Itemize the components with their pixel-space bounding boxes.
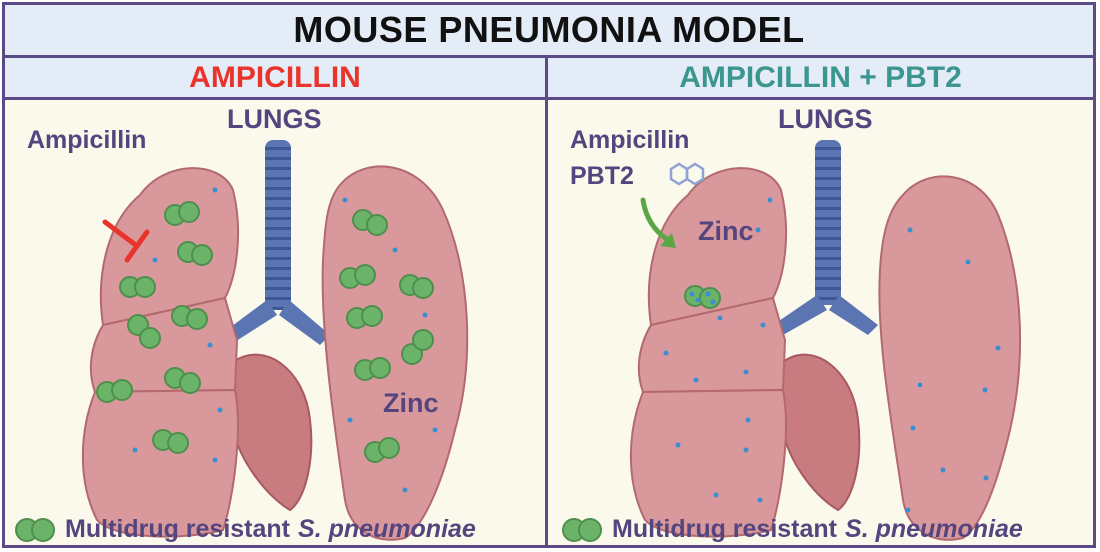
legend: Multidrug resistant S. pneumoniae	[13, 515, 476, 544]
zinc-label: Zinc	[698, 216, 754, 246]
right-heart-lobe	[782, 353, 861, 512]
legend-text: Multidrug resistant	[612, 515, 838, 543]
bacteria-icon	[15, 517, 55, 542]
legend-species: S. pneumoniae	[298, 515, 476, 543]
ampicillin-panel-body: LUNGS Ampicillin Zinc Multidrug resistan…	[5, 100, 545, 548]
inhibition-symbol	[102, 219, 150, 263]
ampicillin-panel: AMPICILLIN	[5, 58, 548, 548]
ampicillin-heading: AMPICILLIN	[5, 58, 545, 100]
ampicillin-pbt2-panel-body: LUNGS Ampicillin PBT2 Zinc Multidrug res…	[548, 100, 1093, 548]
ampicillin-label: Ampicillin	[27, 126, 147, 154]
left-heart-lobe	[232, 353, 313, 512]
zinc-label: Zinc	[383, 388, 439, 418]
lungs-label: LUNGS	[778, 104, 873, 134]
left-lung	[629, 167, 788, 538]
legend-text: Multidrug resistant	[65, 515, 291, 543]
figure-title: MOUSE PNEUMONIA MODEL	[293, 9, 805, 50]
right-lung	[321, 165, 469, 541]
bacteria-cluster	[96, 201, 434, 463]
legend-species: S. pneumoniae	[845, 515, 1023, 543]
ampicillin-pbt2-panel: AMPICILLIN + PBT2	[548, 58, 1093, 548]
legend: Multidrug resistant S. pneumoniae	[560, 515, 1023, 544]
right-lung	[878, 175, 1022, 541]
pbt2-molecule-icon	[669, 162, 705, 186]
pbt2-label: PBT2	[570, 162, 634, 190]
zinc-dots	[663, 197, 1001, 513]
lungs-label: LUNGS	[227, 104, 322, 134]
bacteria-icon	[562, 517, 602, 542]
left-lungs-illustration	[81, 140, 469, 541]
zinc-dots	[132, 187, 438, 493]
left-lung	[81, 167, 240, 538]
right-lungs-illustration	[629, 140, 1022, 541]
bacteria-cluster	[684, 285, 721, 309]
ampicillin-pbt2-heading: AMPICILLIN + PBT2	[548, 58, 1093, 100]
green-arrow-icon	[640, 197, 676, 248]
trachea	[773, 140, 878, 335]
title-bar: MOUSE PNEUMONIA MODEL	[5, 5, 1093, 58]
ampicillin-label: Ampicillin	[570, 126, 690, 154]
